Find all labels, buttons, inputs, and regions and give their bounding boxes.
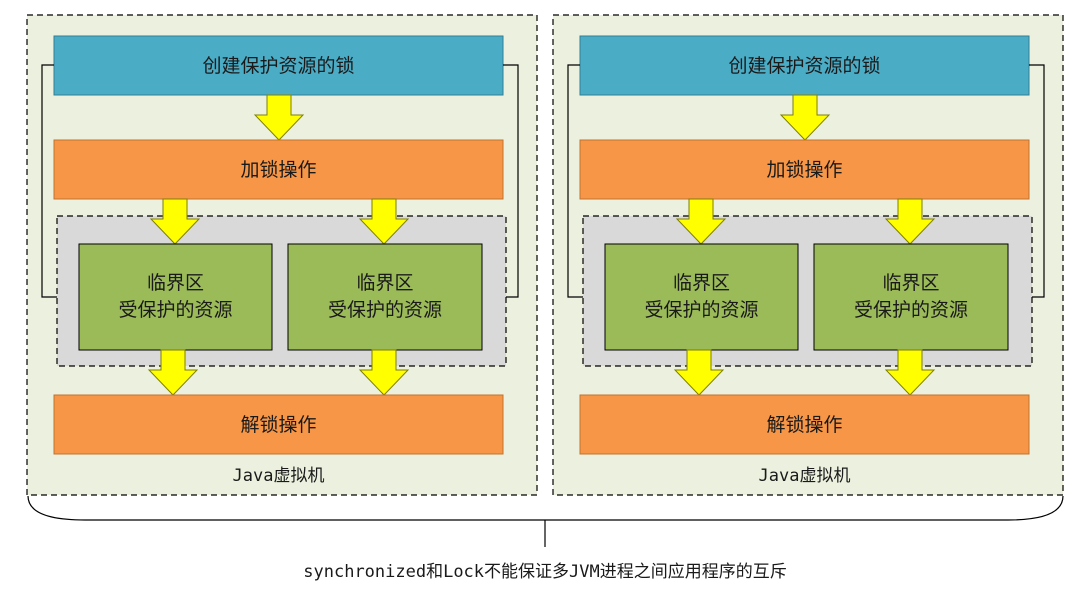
flow-arrow — [358, 198, 410, 245]
critical-section-subtitle: 受保护的资源 — [854, 299, 968, 321]
critical-section-subtitle: 受保护的资源 — [644, 299, 758, 321]
jvm-panel-left: 创建保护资源的锁 加锁操作 临界区 受保护的资源 临界区 受保护的资源 解锁操作… — [26, 14, 538, 496]
unlock-op-box — [53, 394, 504, 455]
critical-section-box — [287, 243, 483, 351]
critical-section-box — [604, 243, 799, 351]
lock-op-label: 加锁操作 — [240, 159, 316, 181]
critical-section-box — [78, 243, 273, 351]
brace — [27, 495, 1064, 521]
critical-section-title: 临界区 — [673, 272, 730, 294]
flow-arrow — [675, 198, 727, 245]
unlock-op-label: 解锁操作 — [766, 414, 842, 436]
critical-section-subtitle: 受保护的资源 — [118, 299, 232, 321]
lock-op-box — [53, 139, 504, 200]
critical-section-box — [813, 243, 1009, 351]
lock-op-box — [579, 139, 1030, 200]
flow-arrow — [673, 349, 725, 396]
flow-arrow — [884, 198, 936, 245]
flow-arrow — [358, 349, 410, 396]
flow-arrow — [147, 349, 199, 396]
create-lock-box — [53, 35, 504, 96]
flow-arrow — [884, 349, 936, 396]
jvm-panel-right: 创建保护资源的锁 加锁操作 临界区 受保护的资源 临界区 受保护的资源 解锁操作… — [552, 14, 1064, 496]
critical-section-title: 临界区 — [882, 272, 939, 294]
flow-arrow — [779, 94, 831, 141]
jvm-label: Java虚拟机 — [759, 466, 851, 486]
lock-op-label: 加锁操作 — [766, 159, 842, 181]
flow-arrow — [253, 94, 305, 141]
critical-section-title: 临界区 — [147, 272, 204, 294]
create-lock-label: 创建保护资源的锁 — [202, 55, 354, 77]
caption: synchronized和Lock不能保证多JVM进程之间应用程序的互斥 — [303, 562, 786, 582]
create-lock-box — [579, 35, 1030, 96]
create-lock-label: 创建保护资源的锁 — [728, 55, 880, 77]
unlock-op-box — [579, 394, 1030, 455]
unlock-op-label: 解锁操作 — [240, 414, 316, 436]
flow-arrow — [149, 198, 201, 245]
jvm-label: Java虚拟机 — [233, 466, 325, 486]
critical-section-title: 临界区 — [356, 272, 413, 294]
critical-section-subtitle: 受保护的资源 — [328, 299, 442, 321]
